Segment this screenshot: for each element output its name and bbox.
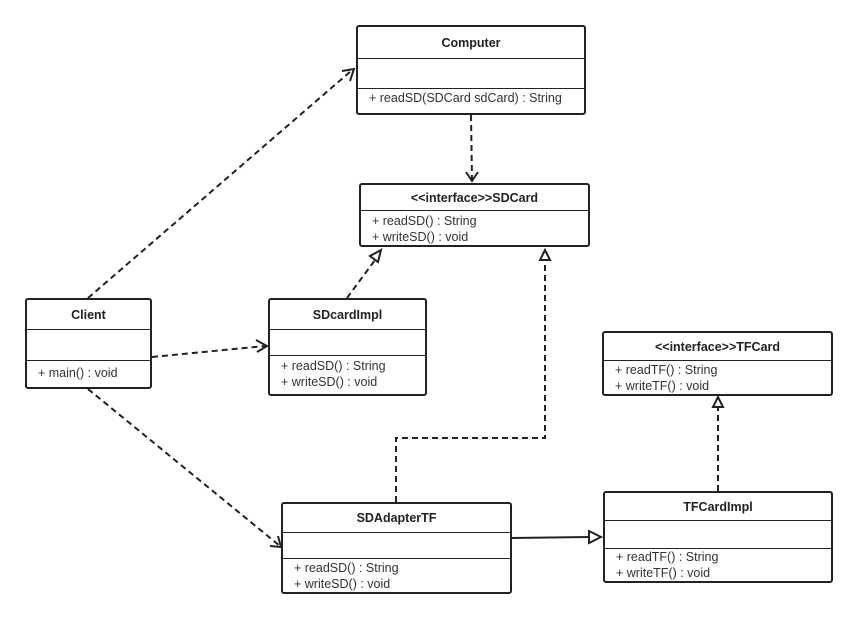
operations-compartment: + main() : void [27,361,150,387]
operations-compartment: + readSD(SDCard sdCard) : String [358,89,584,113]
attributes-compartment [605,521,831,549]
operation: + readSD() : String [372,214,477,228]
association-sdadaptertf-tfcardimpl [511,529,604,545]
attributes-compartment [27,330,150,361]
operations-compartment: + readSD() : String + writeSD() : void [361,211,588,245]
operations-compartment: + readTF() : String + writeTF() : void [604,361,831,394]
operation: + readSD() : String [281,359,386,373]
operation: + readTF() : String [615,363,718,377]
dependency-client-sdadaptertf [87,388,283,549]
attributes-compartment [358,59,584,89]
class-name: SDcardImpl [270,300,425,330]
realization-sdadaptertf-sdcard [395,247,552,502]
operation: + writeTF() : void [616,565,711,580]
operation: + writeSD() : void [294,576,391,591]
attributes-compartment [270,330,425,356]
operation: + writeSD() : void [281,374,378,389]
operations-compartment: + readTF() : String + writeTF() : void [605,549,831,581]
class-name: <<interface>>SDCard [361,185,588,211]
operation: + main() : void [38,366,118,380]
class-sdcardimpl[interactable]: SDcardImpl + readSD() : String + writeSD… [268,298,427,396]
class-name: TFCardImpl [605,493,831,521]
operation: + writeTF() : void [615,378,710,393]
class-computer[interactable]: Computer + readSD(SDCard sdCard) : Strin… [356,25,586,115]
class-client[interactable]: Client + main() : void [25,298,152,389]
interface-tfcard[interactable]: <<interface>>TFCard + readTF() : String … [602,331,833,396]
class-name: SDAdapterTF [283,504,510,533]
operation: + writeSD() : void [372,229,469,244]
dependency-client-computer [87,67,356,299]
attributes-compartment [283,533,510,559]
class-name: Computer [358,27,584,59]
class-tfcardimpl[interactable]: TFCardImpl + readTF() : String + writeTF… [603,491,833,583]
realization-tfcardimpl-tfcard [711,394,725,491]
dependency-client-sdcardimpl [151,339,270,358]
operation: + readSD() : String [294,561,399,575]
operation: + readSD(SDCard sdCard) : String [369,91,562,105]
class-sdadaptertf[interactable]: SDAdapterTF + readSD() : String + writeS… [281,502,512,594]
dependency-computer-sdcard [465,114,479,183]
interface-sdcard[interactable]: <<interface>>SDCard + readSD() : String … [359,183,590,247]
class-name: Client [27,300,150,330]
class-name: <<interface>>TFCard [604,333,831,361]
operation: + readTF() : String [616,550,719,564]
realization-sdcardimpl-sdcard [346,248,383,299]
operations-compartment: + readSD() : String + writeSD() : void [270,356,425,394]
operations-compartment: + readSD() : String + writeSD() : void [283,559,510,592]
